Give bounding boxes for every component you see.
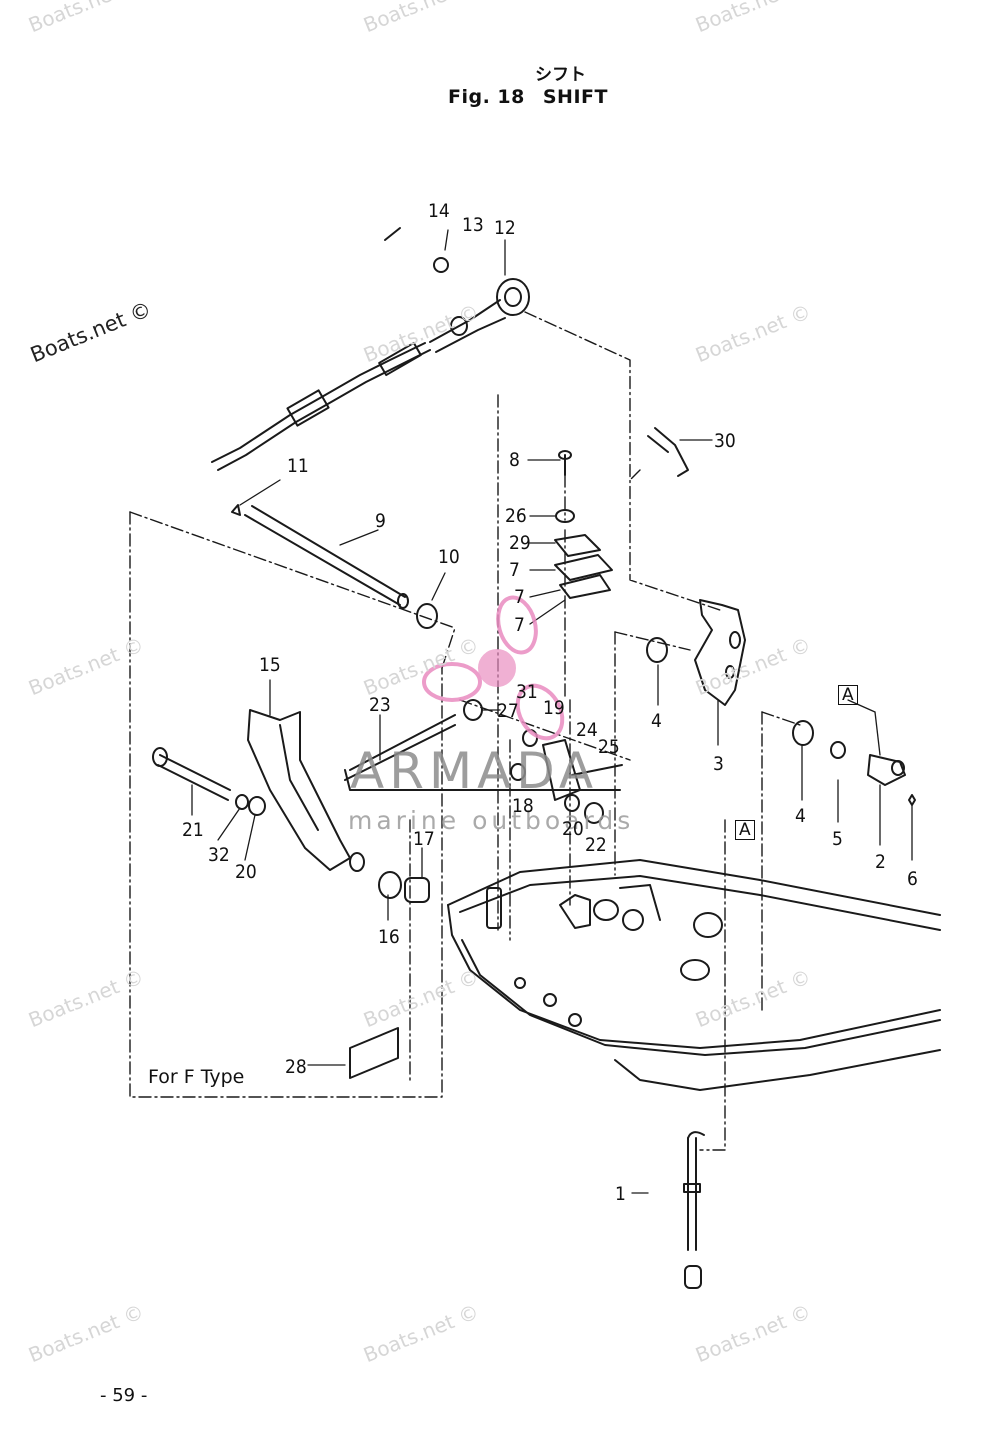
callout-label: 20: [562, 818, 584, 840]
callout-label: 32: [208, 844, 230, 866]
title-japanese: シフト: [535, 65, 586, 85]
shift-cable-assembly: [211, 227, 530, 471]
page-number: - 59 -: [100, 1385, 148, 1406]
callout-label: 11: [287, 455, 309, 477]
figure-name: SHIFT: [542, 86, 608, 108]
callout-label: 4: [795, 805, 806, 827]
shift-lever: [647, 427, 746, 706]
callout-label: 6: [907, 868, 918, 890]
callout-label: 10: [438, 546, 460, 568]
lower-cowl: [447, 859, 941, 1091]
brand-logo: [422, 595, 565, 741]
callout-label: 26: [505, 505, 527, 527]
callout-label: 8: [509, 449, 520, 471]
callout-label: 28: [285, 1056, 307, 1078]
callout-label: 4: [651, 710, 662, 732]
sticker: [349, 1027, 399, 1079]
brand-name: ARMADA: [350, 742, 599, 800]
small-parts: [344, 450, 916, 824]
callout-label: 2: [875, 851, 886, 873]
shift-rod-lower: [683, 1131, 705, 1289]
callout-label: 23: [369, 694, 391, 716]
callout-label: 7: [514, 614, 525, 636]
callout-label: 22: [585, 834, 607, 856]
callout-label: 14: [428, 200, 450, 222]
figure-title: Fig. 18 SHIFT: [448, 86, 626, 108]
callout-label: 13: [462, 214, 484, 236]
brand-tagline: marine outboards: [348, 806, 635, 835]
callout-label: 21: [182, 819, 204, 841]
callout-label: 16: [378, 926, 400, 948]
note-label: For F Type: [148, 1066, 245, 1088]
callout-label: 7: [509, 559, 520, 581]
callout-label: 9: [375, 510, 386, 532]
callout-label: 18: [512, 795, 534, 817]
callout-label: 19: [543, 697, 565, 719]
shift-rod: [231, 504, 438, 629]
callout-label: 25: [598, 736, 620, 758]
callout-label: 27: [497, 700, 519, 722]
callout-label: 20: [235, 861, 257, 883]
callout-label: 5: [832, 828, 843, 850]
callout-label: 31: [516, 681, 538, 703]
figure-number: Fig. 18: [448, 86, 525, 108]
reference-box-label: A: [838, 685, 858, 705]
callout-label: 7: [514, 586, 525, 608]
callout-label: 1: [615, 1183, 626, 1205]
callout-label: 29: [509, 532, 531, 554]
leader-lines: [191, 229, 913, 1194]
bolt: [152, 747, 266, 816]
callout-label: 3: [713, 753, 724, 775]
callout-label: 15: [259, 654, 281, 676]
callout-label: 30: [714, 430, 736, 452]
shift-bracket: [247, 709, 430, 903]
reference-box-label: A: [735, 820, 755, 840]
callout-label: 24: [576, 719, 598, 741]
callout-label: 17: [413, 828, 435, 850]
callout-label: 12: [494, 217, 516, 239]
